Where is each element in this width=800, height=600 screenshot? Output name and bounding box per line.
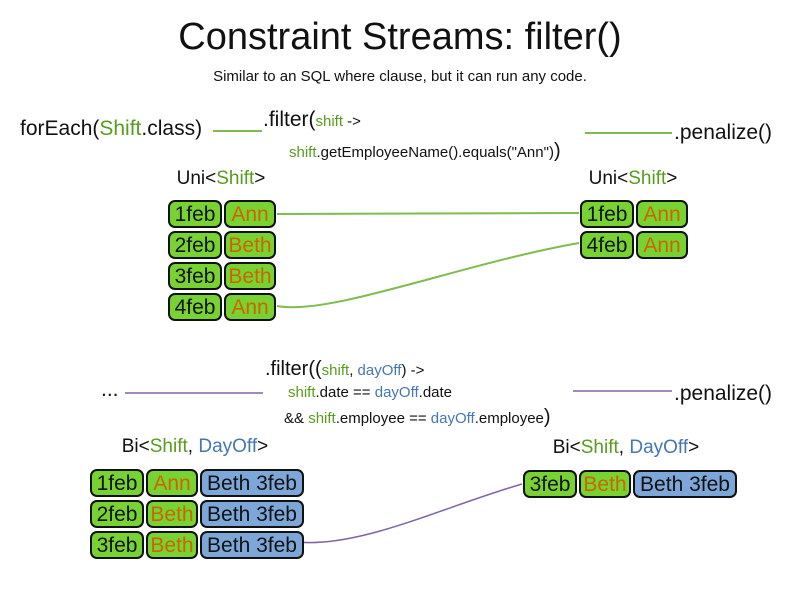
shift-date-cell: 2feb	[168, 231, 222, 259]
bi-output-header: Bi<Shift, DayOff>	[521, 438, 731, 457]
bi-input-header-post: >	[257, 436, 269, 457]
uni-input-header-pre: Uni<	[176, 168, 217, 189]
table-row: 2feb Beth Beth 3feb	[90, 500, 304, 528]
table-row: 4feb Ann	[168, 293, 276, 321]
bi-output-header-comma: ,	[618, 437, 630, 458]
shift-employee-cell: Beth	[224, 262, 276, 290]
shift-date-cell: 3feb	[168, 262, 222, 290]
shift-employee-cell: Ann	[636, 231, 688, 259]
connector-bi-row-3feb	[296, 483, 523, 544]
filter1-body-expr: .getEmployeeName().equals("Ann")	[316, 144, 554, 161]
filter1-method: .filter(	[263, 108, 316, 131]
uni-input-header-type: Shift	[216, 168, 255, 189]
filter2-employee-eq: .employee ==	[335, 410, 431, 427]
bi-input-table: 1feb Ann Beth 3feb 2feb Beth Beth 3feb 3…	[90, 469, 304, 562]
penalize2-code: .penalize()	[674, 382, 773, 405]
shift-employee-cell: Beth	[146, 531, 198, 559]
filter1-arrow: ->	[343, 113, 361, 130]
shift-date-cell: 1feb	[580, 200, 634, 228]
uni-input-header: Uni<Shift>	[166, 169, 276, 188]
bi-input-header-type1: Shift	[149, 436, 188, 457]
uni-output-header-type: Shift	[628, 168, 667, 189]
uni-output-header-pre: Uni<	[588, 168, 629, 189]
filter2-arrow: ->	[406, 362, 425, 379]
filter1-signature: .filter(shift ->	[263, 109, 361, 130]
dayoff-cell: Beth 3feb	[200, 531, 304, 559]
bi-output-table: 3feb Beth Beth 3feb	[523, 470, 737, 501]
foreach-rest: .class)	[141, 117, 203, 140]
filter2-shift-ref2: shift	[308, 410, 336, 427]
dayoff-cell: Beth 3feb	[633, 470, 737, 498]
filter2-close-paren: )	[543, 406, 551, 428]
shift-employee-cell: Ann	[146, 469, 198, 497]
page-subtitle: Similar to an SQL where clause, but it c…	[213, 68, 587, 85]
shift-employee-cell: Beth	[146, 500, 198, 528]
dayoff-cell: Beth 3feb	[200, 469, 304, 497]
bi-output-header-type1: Shift	[580, 437, 619, 458]
foreach-class-arg: Shift	[99, 117, 142, 140]
filter2-method: .filter((	[265, 358, 322, 380]
shift-date-cell: 2feb	[90, 500, 144, 528]
filter2-shift-ref: shift	[288, 384, 316, 401]
uni-output-table: 1feb Ann 4feb Ann	[580, 200, 688, 262]
table-row: 4feb Ann	[580, 231, 688, 259]
bi-input-header-comma: ,	[187, 436, 199, 457]
filter1-body-param: shift	[289, 144, 317, 161]
dayoff-cell: Beth 3feb	[200, 500, 304, 528]
filter1-close-paren: )	[553, 140, 561, 162]
bi-output-header-post: >	[688, 437, 700, 458]
shift-employee-cell: Beth	[224, 231, 276, 259]
filter2-employee-prop: .employee	[474, 410, 544, 427]
bi-output-header-type2: DayOff	[629, 437, 689, 458]
bi-input-header: Bi<Shift, DayOff>	[90, 437, 300, 456]
uni-input-table: 1feb Ann 2feb Beth 3feb Beth 4feb Ann	[168, 200, 276, 324]
page-title: Constraint Streams: filter()	[178, 16, 622, 58]
bi-output-header-pre: Bi<	[552, 437, 581, 458]
filter2-body-line1: shift.date == dayOff.date	[288, 385, 452, 401]
table-row: 3feb Beth Beth 3feb	[90, 531, 304, 559]
stream-ellipsis: ...	[101, 378, 119, 401]
filter1-body: shift.getEmployeeName().equals("Ann"))	[289, 141, 561, 161]
bi-input-header-pre: Bi<	[121, 436, 150, 457]
table-row: 1feb Ann	[580, 200, 688, 228]
shift-employee-cell: Ann	[224, 293, 276, 321]
table-row: 3feb Beth Beth 3feb	[523, 470, 737, 498]
uni-input-header-post: >	[254, 168, 266, 189]
filter2-param1: shift	[321, 362, 350, 379]
filter2-date-prop: .date	[418, 384, 453, 401]
table-row: 1feb Ann	[168, 200, 276, 228]
table-row: 2feb Beth	[168, 231, 276, 259]
filter2-dayoff-ref2: dayOff	[430, 410, 475, 427]
penalize1-code: .penalize()	[674, 121, 773, 144]
shift-employee-cell: Ann	[224, 200, 276, 228]
foreach-fn: forEach(	[20, 117, 100, 140]
filter2-params-close: )	[401, 362, 407, 379]
foreach-code: forEach(Shift.class)	[20, 118, 202, 139]
shift-date-cell: 3feb	[523, 470, 577, 498]
bi-input-header-type2: DayOff	[198, 436, 258, 457]
filter2-comma: ,	[349, 362, 354, 379]
filter2-and-op: &&	[284, 410, 309, 427]
shift-date-cell: 4feb	[168, 293, 222, 321]
filter2-date-eq: .date ==	[315, 384, 375, 401]
uni-output-header: Uni<Shift>	[578, 169, 688, 188]
filter2-param2: dayOff	[353, 362, 402, 379]
shift-date-cell: 1feb	[90, 469, 144, 497]
uni-output-header-post: >	[666, 168, 678, 189]
connector-uni-row-4feb	[276, 242, 580, 309]
shift-date-cell: 4feb	[580, 231, 634, 259]
shift-date-cell: 1feb	[168, 200, 222, 228]
filter2-signature: .filter((shift, dayOff) ->	[265, 359, 424, 379]
shift-employee-cell: Beth	[579, 470, 631, 498]
table-row: 1feb Ann Beth 3feb	[90, 469, 304, 497]
filter2-dayoff-ref: dayOff	[374, 384, 419, 401]
filter2-body-line2: && shift.employee == dayOff.employee)	[284, 407, 551, 427]
shift-employee-cell: Ann	[636, 200, 688, 228]
table-row: 3feb Beth	[168, 262, 276, 290]
shift-date-cell: 3feb	[90, 531, 144, 559]
filter1-param: shift	[315, 113, 344, 130]
connector-uni-row-1feb	[276, 212, 580, 215]
